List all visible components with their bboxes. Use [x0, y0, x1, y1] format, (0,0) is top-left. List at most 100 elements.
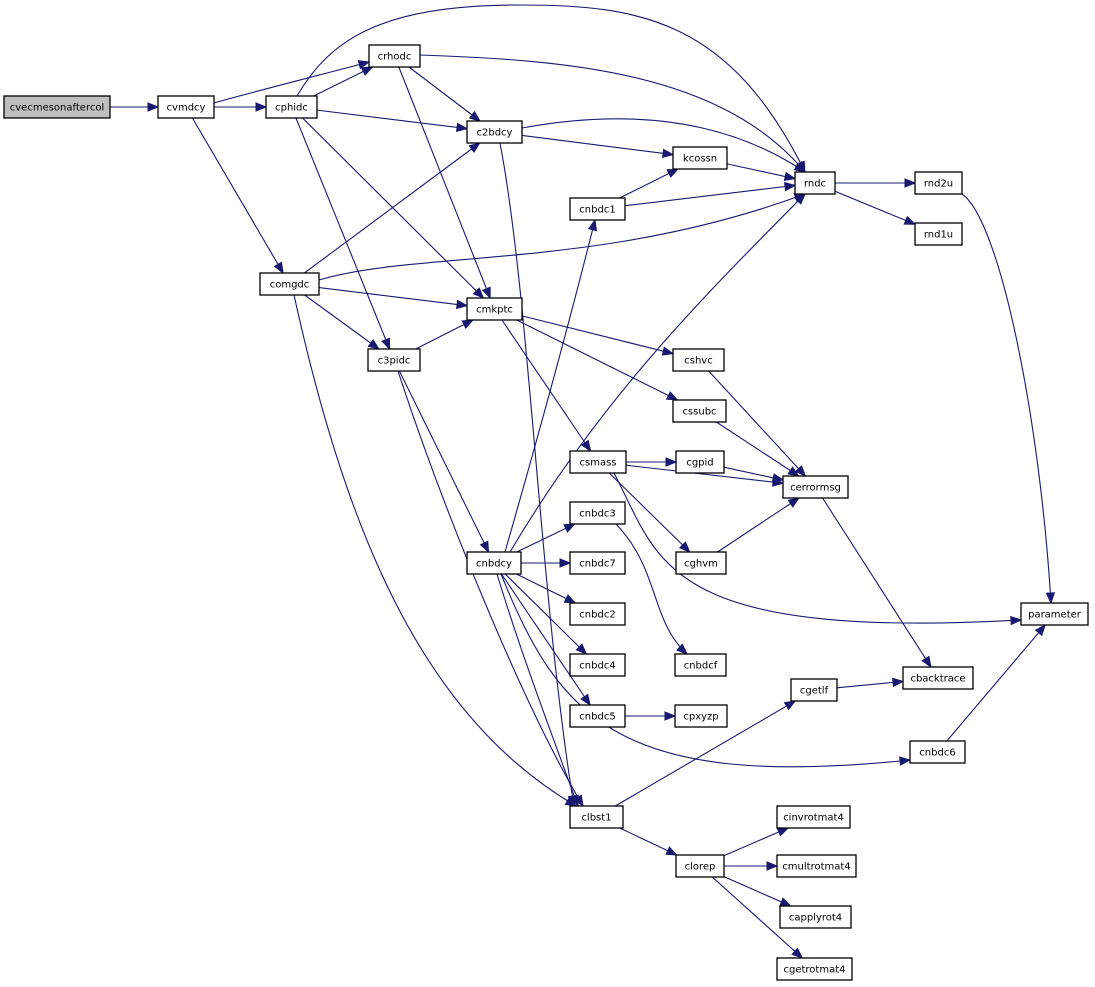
- edge-comgdc-to-clbst1-arrowhead: [564, 796, 578, 807]
- node-comgdc[interactable]: comgdc: [259, 272, 320, 296]
- node-cbacktrace[interactable]: cbacktrace: [902, 666, 974, 690]
- node-box-rnd2u[interactable]: [914, 171, 963, 195]
- edge-cnbdcy-to-cnbdc4-line: [504, 573, 587, 655]
- node-cvmdcy[interactable]: cvmdcy: [157, 95, 215, 119]
- node-box-cshvc[interactable]: [672, 348, 725, 372]
- node-box-cnbdc5[interactable]: [569, 704, 626, 728]
- node-cgetrotmat4[interactable]: cgetrotmat4: [776, 957, 853, 981]
- node-box-cnbdc3[interactable]: [569, 501, 626, 525]
- node-clorep[interactable]: clorep: [675, 854, 725, 878]
- edge-rnd2u-to-parameter-line: [961, 193, 1052, 604]
- node-cinvrotmat4[interactable]: cinvrotmat4: [776, 805, 851, 829]
- edge-cssubc-to-cerrormsg-line: [715, 421, 800, 477]
- node-cvecmesonaftercol[interactable]: cvecmesonaftercol: [3, 95, 111, 119]
- edge-cnbdcy-to-cnbdc6-line: [500, 573, 911, 768]
- edge-csmass-to-parameter-line: [613, 472, 1022, 624]
- node-box-cmkptc[interactable]: [466, 297, 523, 321]
- node-cnbdc5[interactable]: cnbdc5: [569, 704, 626, 728]
- node-box-cpxyzp[interactable]: [674, 704, 728, 728]
- node-cssubc[interactable]: cssubc: [672, 399, 727, 423]
- node-cnbdc7[interactable]: cnbdc7: [569, 551, 626, 575]
- node-cnbdc2[interactable]: cnbdc2: [569, 602, 626, 626]
- node-box-cvmdcy[interactable]: [157, 95, 215, 119]
- node-rnd2u[interactable]: rnd2u: [914, 171, 963, 195]
- node-cnbdc3[interactable]: cnbdc3: [569, 501, 626, 525]
- node-cnbdcf[interactable]: cnbdcf: [674, 653, 727, 677]
- node-box-clorep[interactable]: [675, 854, 725, 878]
- node-box-kcossn[interactable]: [672, 146, 728, 170]
- node-rndc[interactable]: rndc: [794, 171, 836, 195]
- node-box-cghvm[interactable]: [675, 551, 727, 575]
- node-box-cnbdc4[interactable]: [569, 653, 626, 677]
- edge-cerrormsg-to-cbacktrace-arrowhead: [921, 655, 932, 669]
- node-box-cgetlf[interactable]: [790, 678, 838, 702]
- node-cnbdcy[interactable]: cnbdcy: [466, 551, 522, 575]
- node-cmultrotmat4[interactable]: cmultrotmat4: [776, 854, 857, 878]
- node-box-csmass[interactable]: [569, 450, 627, 474]
- edge-cssubc-to-cerrormsg: [715, 421, 800, 477]
- edge-cphidc-to-c2bdcy: [316, 109, 469, 133]
- node-box-cnbdcy[interactable]: [466, 551, 522, 575]
- edge-cphidc-to-cmkptc-arrowhead: [472, 287, 485, 299]
- node-box-c3pidc[interactable]: [367, 348, 421, 372]
- node-box-capplyrot4[interactable]: [779, 905, 852, 929]
- node-c2bdcy[interactable]: c2bdcy: [466, 120, 523, 144]
- node-box-cssubc[interactable]: [672, 399, 727, 423]
- nodes-layer: cvecmesonaftercol cvmdcy cphidc crhodc c2bdc…: [3, 44, 1089, 981]
- node-cnbdc4[interactable]: cnbdc4: [569, 653, 626, 677]
- node-cnbdc6[interactable]: cnbdc6: [909, 740, 966, 764]
- node-box-clbst1[interactable]: [569, 805, 624, 829]
- node-box-cmultrotmat4[interactable]: [776, 854, 857, 878]
- node-crhodc[interactable]: crhodc: [368, 44, 421, 68]
- node-cphidc[interactable]: cphidc: [265, 95, 318, 119]
- node-box-cnbdc2[interactable]: [569, 602, 626, 626]
- edge-cnbdcy-to-cnbdc6-arrowhead: [899, 756, 912, 766]
- node-box-cnbdc7[interactable]: [569, 551, 626, 575]
- node-box-cnbdc6[interactable]: [909, 740, 966, 764]
- node-cgetlf[interactable]: cgetlf: [790, 678, 838, 702]
- node-c3pidc[interactable]: c3pidc: [367, 348, 421, 372]
- node-box-c2bdcy[interactable]: [466, 120, 523, 144]
- node-box-rndc[interactable]: [794, 171, 836, 195]
- edge-clorep-to-cmultrotmat4: [724, 861, 779, 871]
- node-box-cphidc[interactable]: [265, 95, 318, 119]
- edge-cnbdc6-to-parameter-line: [946, 624, 1046, 742]
- node-box-parameter[interactable]: [1020, 602, 1089, 626]
- edge-cmkptc-to-cshvc-arrowhead: [661, 346, 675, 356]
- node-cghvm[interactable]: cghvm: [675, 551, 727, 575]
- node-box-cvecmesonaftercol[interactable]: [3, 95, 111, 119]
- node-label-clbst1: clbst1: [581, 813, 611, 824]
- node-clbst1[interactable]: clbst1: [569, 805, 624, 829]
- node-box-cinvrotmat4[interactable]: [776, 805, 851, 829]
- node-capplyrot4[interactable]: capplyrot4: [779, 905, 852, 929]
- edge-c2bdcy-to-kcossn: [521, 134, 675, 158]
- edge-cgetlf-to-cbacktrace: [836, 677, 905, 689]
- node-box-cerrormsg[interactable]: [782, 475, 849, 499]
- node-cerrormsg[interactable]: cerrormsg: [782, 475, 849, 499]
- node-box-cnbdcf[interactable]: [674, 653, 727, 677]
- node-csmass[interactable]: csmass: [569, 450, 627, 474]
- node-label-c3pidc: c3pidc: [378, 356, 411, 367]
- node-cshvc[interactable]: cshvc: [672, 348, 725, 372]
- node-cnbdc1[interactable]: cnbdc1: [569, 197, 626, 221]
- node-parameter[interactable]: parameter: [1020, 602, 1089, 626]
- node-cmkptc[interactable]: cmkptc: [466, 297, 523, 321]
- node-box-rnd1u[interactable]: [914, 222, 963, 246]
- node-box-crhodc[interactable]: [368, 44, 421, 68]
- edge-c2bdcy-to-rndc-arrowhead: [793, 162, 807, 173]
- edge-cnbdcy-to-clbst1-arrowhead: [569, 794, 579, 808]
- node-cpxyzp[interactable]: cpxyzp: [674, 704, 728, 728]
- node-kcossn[interactable]: kcossn: [672, 146, 728, 170]
- node-box-cbacktrace[interactable]: [902, 666, 974, 690]
- edge-cvmdcy-to-comgdc-arrowhead: [273, 261, 284, 275]
- node-rnd1u[interactable]: rnd1u: [914, 222, 963, 246]
- node-label-rndc: rndc: [804, 179, 826, 190]
- node-box-cnbdc1[interactable]: [569, 197, 626, 221]
- node-box-comgdc[interactable]: [259, 272, 320, 296]
- edge-cnbdc6-to-parameter-arrowhead: [1034, 623, 1047, 637]
- node-box-cgetrotmat4[interactable]: [776, 957, 853, 981]
- edge-clorep-to-cgetrotmat4-arrowhead: [791, 947, 804, 959]
- edge-c3pidc-to-cmkptc: [415, 319, 475, 350]
- node-box-cgpid[interactable]: [675, 450, 725, 474]
- node-cgpid[interactable]: cgpid: [675, 450, 725, 474]
